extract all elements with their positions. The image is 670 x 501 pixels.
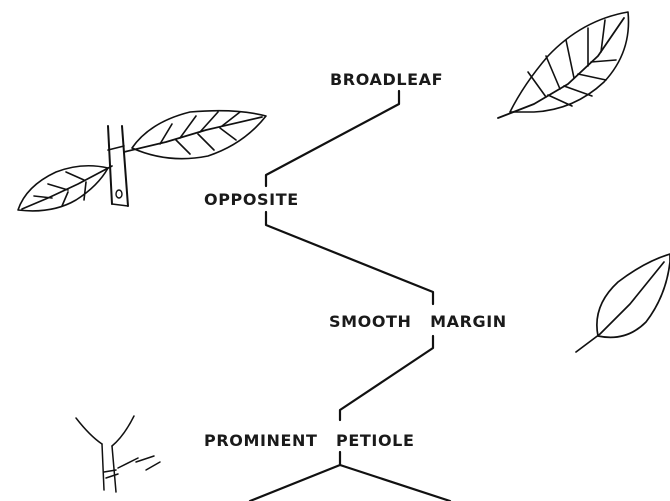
connector-lines (248, 89, 452, 501)
connector-smooth-margin-to-petiole (338, 334, 435, 422)
petiole-closeup-icon (75, 415, 161, 493)
opposite-leaves-twig-icon (17, 109, 267, 212)
smooth-margin-leaf-icon (575, 253, 670, 353)
broadleaf-leaf-icon (497, 11, 630, 119)
node-broadleaf: BROADLEAF (330, 70, 443, 89)
connector-petiole-right-branch (338, 463, 452, 501)
connector-petiole-left-branch (248, 450, 342, 501)
connector-broadleaf-to-opposite (264, 89, 401, 188)
connector-opposite-to-smooth-margin (264, 210, 435, 306)
node-opposite: OPPOSITE (204, 190, 299, 209)
node-prominent-petiole: PROMINENT PETIOLE (204, 431, 415, 450)
node-smooth-margin: SMOOTH MARGIN (329, 312, 507, 331)
